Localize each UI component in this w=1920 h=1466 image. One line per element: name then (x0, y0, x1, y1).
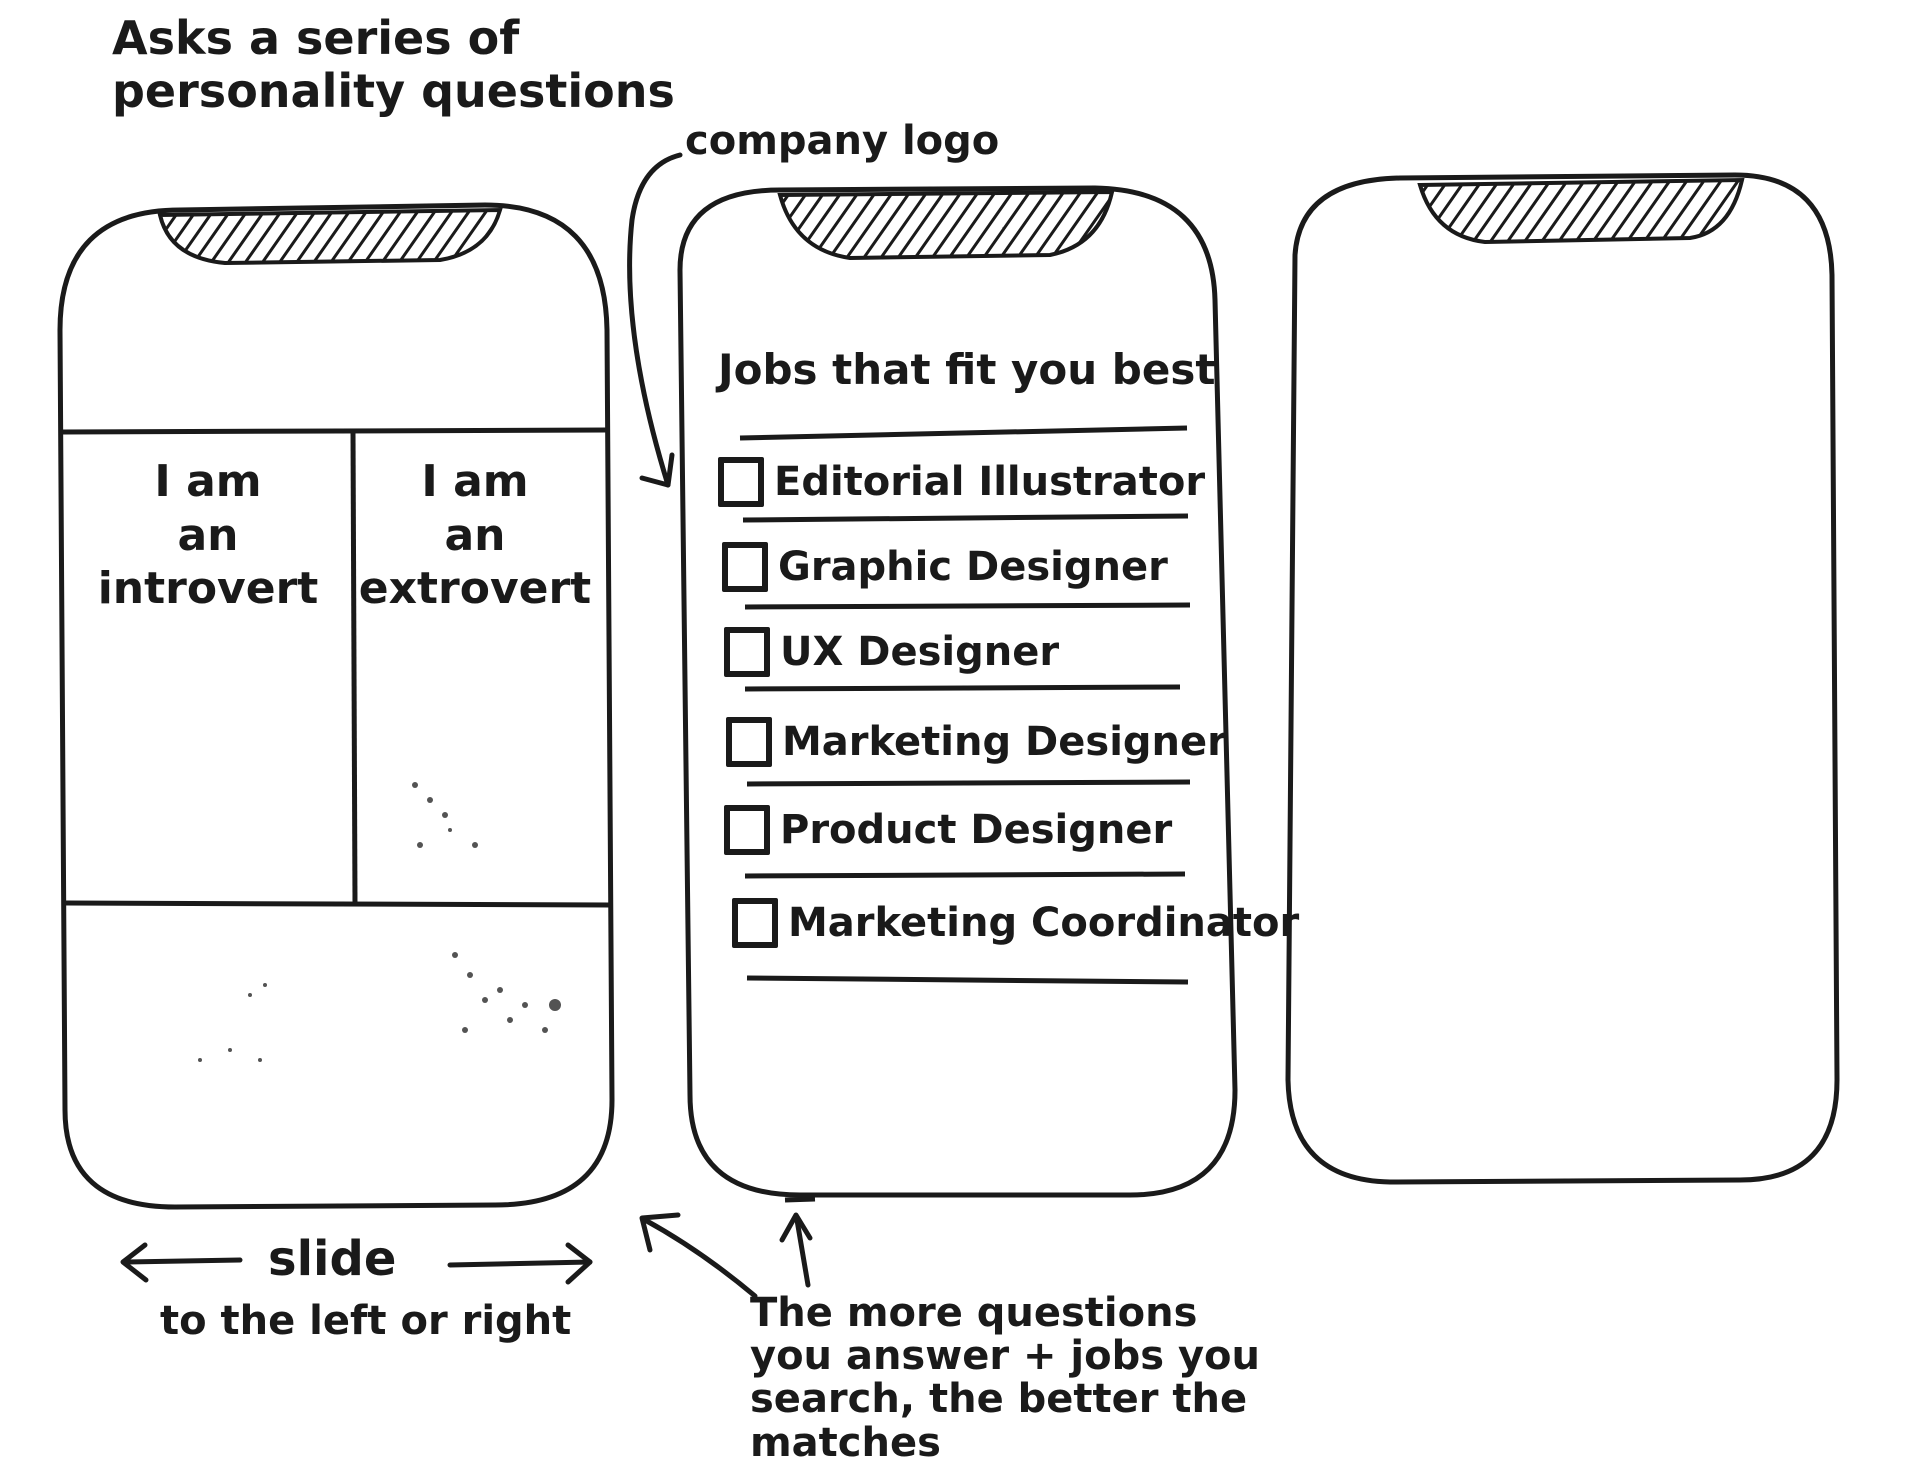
job-checkbox[interactable] (732, 898, 778, 948)
note-line: you answer + jobs you (750, 1333, 1260, 1380)
job-item-ux-designer[interactable]: UX Designer (724, 622, 1059, 682)
sketch-canvas (57, 152, 1840, 1299)
job-label: Editorial Illustrator (774, 459, 1206, 505)
job-label: Marketing Coordinator (788, 900, 1300, 946)
notch-hatched (1417, 177, 1745, 245)
logo-pointer-arrow (627, 152, 683, 488)
slide-right-arrow (447, 1259, 593, 1268)
job-item-marketing-designer[interactable]: Marketing Designer (726, 712, 1227, 772)
note-line: search, the better the (750, 1376, 1248, 1423)
introvert-option[interactable]: I am an introvert (68, 455, 348, 616)
extrovert-option[interactable]: I am an extrovert (355, 455, 595, 616)
note-pointer-arrow-left (642, 1217, 758, 1299)
job-checkbox[interactable] (724, 805, 770, 855)
arrowhead (120, 1242, 149, 1283)
option-line: extrovert (358, 563, 592, 615)
job-checkbox[interactable] (726, 717, 772, 767)
job-label: Product Designer (780, 807, 1173, 853)
phone-screen-1 (57, 202, 615, 1210)
option-line: I am (421, 456, 529, 507)
arrowhead (565, 1242, 593, 1285)
arrowhead (779, 1212, 813, 1243)
option-line: an (177, 509, 239, 561)
job-label: UX Designer (780, 629, 1060, 675)
option-line: I am (154, 456, 262, 507)
notch-hatched (157, 207, 503, 266)
phone-screen-2 (677, 185, 1238, 1203)
job-item-graphic-designer[interactable]: Graphic Designer (722, 537, 1168, 597)
job-item-product-designer[interactable]: Product Designer (724, 800, 1172, 860)
note-line: The more questions (750, 1290, 1198, 1336)
option-line: introvert (97, 563, 319, 615)
slide-label: slide (268, 1231, 397, 1287)
note-pointer-arrow-up (794, 1217, 811, 1288)
job-label: Graphic Designer (778, 544, 1168, 590)
speckles (198, 782, 561, 1062)
slide-direction-label: to the left or right (160, 1298, 572, 1344)
job-checkbox[interactable] (722, 542, 768, 592)
jobs-heading: Jobs that fit you best (718, 345, 1216, 394)
job-checkbox[interactable] (718, 457, 764, 507)
job-item-editorial-illustrator[interactable]: Editorial Illustrator (718, 452, 1205, 512)
notch-hatched (777, 189, 1115, 261)
phone-screen-3 (1285, 172, 1840, 1185)
arrowhead (639, 452, 675, 488)
note-line: matches (750, 1419, 941, 1466)
title-line-2: personality questions (112, 63, 675, 118)
company-logo-label: company logo (685, 118, 1000, 164)
job-checkbox[interactable] (724, 627, 770, 677)
job-item-marketing-coordinator[interactable]: Marketing Coordinator (732, 893, 1299, 953)
title-line-1: Asks a series of (112, 11, 520, 65)
matching-note: The more questions you answer + jobs you… (750, 1290, 1260, 1466)
arrowhead (639, 1212, 681, 1253)
slide-left-arrow (122, 1257, 243, 1265)
sketch-title: Asks a series of personality questions (112, 12, 675, 118)
option-line: an (444, 509, 506, 561)
job-label: Marketing Designer (782, 719, 1227, 765)
